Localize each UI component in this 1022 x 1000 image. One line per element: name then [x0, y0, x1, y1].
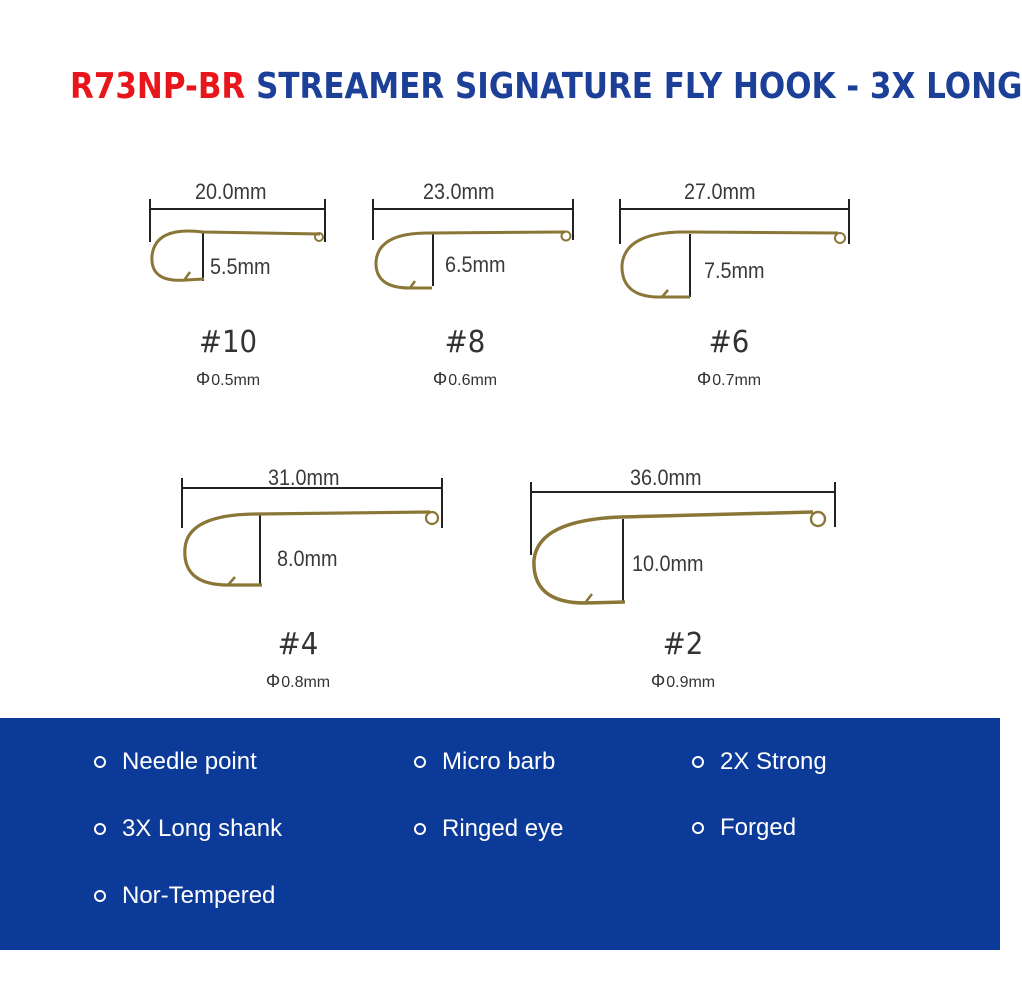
bullet-circle-icon [692, 756, 704, 768]
bullet-circle-icon [692, 822, 704, 834]
feature-item: Nor-Tempered [94, 882, 275, 910]
hook-8-diagram [372, 199, 574, 290]
hook-10-diagram [149, 199, 326, 282]
diameter-icon: Φ [650, 671, 666, 691]
hook-8-gap: 6.5mm [445, 252, 506, 277]
diameter-icon: Φ [195, 369, 211, 389]
diameter-icon: Φ [432, 369, 448, 389]
diameter-icon: Φ [265, 671, 281, 691]
hook-8-length: 23.0mm [423, 179, 495, 204]
bullet-circle-icon [94, 823, 106, 835]
hook-8-size: #8 [444, 325, 486, 360]
hook-4-gap: 8.0mm [277, 546, 338, 571]
bullet-circle-icon [414, 823, 426, 835]
title-text: STREAMER SIGNATURE FLY HOOK - 3X LONG [256, 66, 1022, 107]
feature-item: Ringed eye [414, 815, 563, 843]
hook-4-length: 31.0mm [268, 465, 340, 490]
feature-item: 2X Strong [692, 748, 827, 776]
bullet-circle-icon [414, 756, 426, 768]
hook-2-diagram [530, 482, 836, 605]
features-band: Needle point Micro barb 2X Strong 3X Lon… [0, 718, 1000, 950]
hook-10-gap: 5.5mm [210, 254, 271, 279]
hook-2-length: 36.0mm [630, 465, 702, 490]
hook-10-diameter: Φ0.5mm [195, 369, 261, 389]
hook-6-diagram [619, 199, 850, 299]
hook-6-size: #6 [708, 325, 750, 360]
hook-6-length: 27.0mm [684, 179, 756, 204]
model-code: R73NP-BR [70, 66, 246, 107]
feature-item: Needle point [94, 748, 257, 776]
hook-8-diameter: Φ0.6mm [432, 369, 498, 389]
feature-item: Forged [692, 814, 796, 842]
hook-6-gap: 7.5mm [704, 258, 765, 283]
feature-item: Micro barb [414, 748, 555, 776]
hook-4-diagram [181, 478, 443, 587]
hook-4-diameter: Φ0.8mm [265, 671, 331, 691]
hook-4-size: #4 [277, 627, 319, 662]
hook-10-size: #10 [198, 325, 258, 360]
page-title: R73NP-BR STREAMER SIGNATURE FLY HOOK - 3… [70, 66, 1022, 107]
diameter-icon: Φ [696, 369, 712, 389]
hook-10-length: 20.0mm [195, 179, 267, 204]
bullet-circle-icon [94, 756, 106, 768]
bullet-circle-icon [94, 890, 106, 902]
hook-2-size: #2 [662, 627, 704, 662]
hook-2-diameter: Φ0.9mm [650, 671, 716, 691]
hook-6-diameter: Φ0.7mm [696, 369, 762, 389]
hook-2-gap: 10.0mm [632, 551, 704, 576]
feature-item: 3X Long shank [94, 815, 282, 843]
